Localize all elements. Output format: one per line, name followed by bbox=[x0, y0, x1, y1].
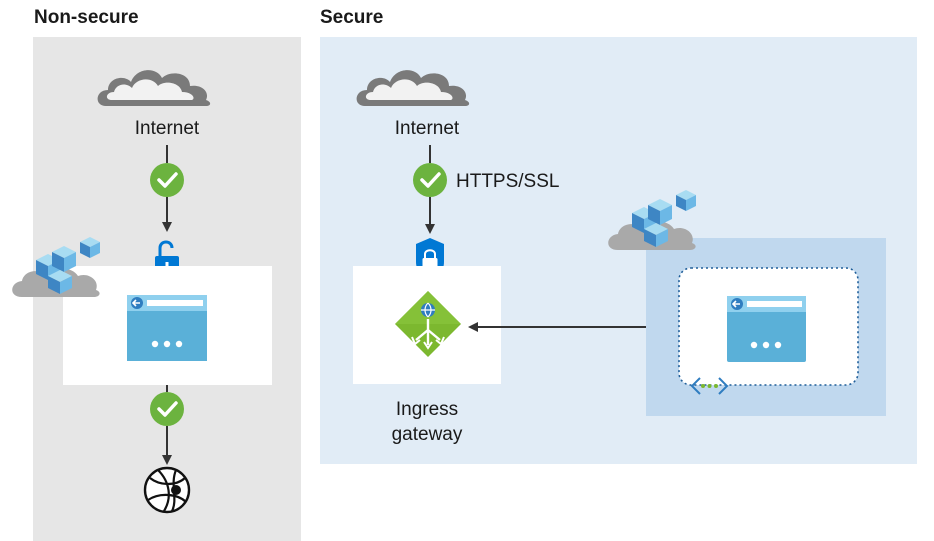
non-secure-internet-label: Internet bbox=[135, 118, 200, 139]
virtual-network-icon bbox=[690, 377, 729, 395]
ingress-gateway-label: Ingress gateway bbox=[391, 399, 463, 445]
container-registry-icon bbox=[12, 237, 100, 297]
cloud-icon bbox=[356, 70, 470, 106]
check-icon bbox=[150, 392, 184, 426]
web-app-icon bbox=[727, 296, 806, 362]
check-icon bbox=[150, 163, 184, 197]
globe-network-icon bbox=[143, 466, 191, 514]
container-registry-icon bbox=[608, 190, 696, 250]
application-gateway-icon bbox=[395, 291, 461, 357]
web-app-icon bbox=[127, 295, 207, 361]
secure-heading: Secure bbox=[320, 7, 384, 28]
non-secure-heading: Non-secure bbox=[34, 7, 139, 28]
secure-internet-label: Internet bbox=[395, 118, 460, 139]
check-icon bbox=[413, 163, 447, 197]
cloud-icon bbox=[97, 70, 211, 106]
protocol-label: HTTPS/SSL bbox=[456, 171, 559, 192]
